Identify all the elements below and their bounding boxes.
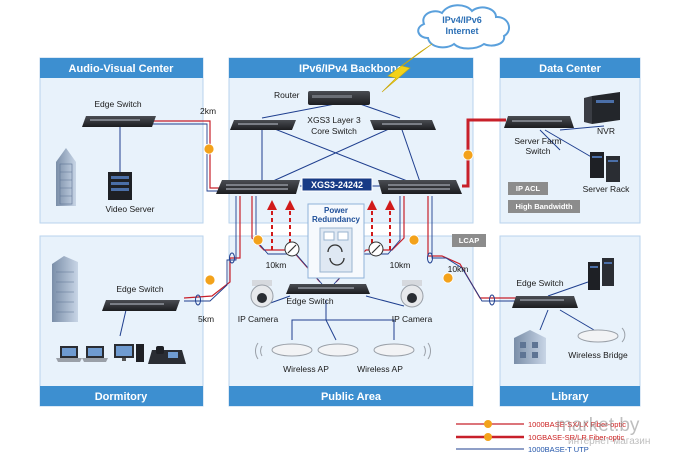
edge-switch-av-label: Edge Switch (94, 99, 142, 109)
legend-item: 10GBASE-SR/LR Fiber-optic (456, 433, 625, 442)
lcap-label: LCAP (459, 236, 479, 245)
lcap-tag: LCAP (452, 234, 486, 247)
wireless-ap-icon (317, 343, 359, 357)
left-converter-icon (284, 241, 300, 257)
wireless-bridge-label: Wireless Bridge (568, 350, 628, 360)
zone-title-dormitory: Dormitory (95, 391, 148, 403)
ip-phone-icon (148, 346, 186, 364)
zone-library: Library (499, 235, 641, 407)
sfp-module-icon-dc (462, 149, 474, 161)
wireless-ap-icon (373, 342, 432, 360)
laptop-icon (56, 346, 82, 362)
laptop-icon (82, 346, 108, 362)
library-building-icon (514, 330, 546, 364)
dorm-building-icon (52, 256, 78, 322)
high-bandwidth-label: High Bandwidth (515, 202, 572, 211)
edge-switch-library-label: Edge Switch (516, 278, 564, 288)
sfp-module-icon-core-left (252, 234, 264, 246)
server-rack-icon (590, 152, 620, 182)
sfp-module-icon-lib (442, 272, 454, 284)
wireless-ap-left-label: Wireless AP (283, 364, 329, 374)
legend-label-0: 1000BASE-SX/LX Fiber-optic (528, 420, 626, 429)
core-label-2: Core Switch (311, 126, 357, 136)
wireless-ap-right-label: Wireless AP (357, 364, 403, 374)
router-label: Router (274, 90, 300, 100)
server-farm-label-2: Switch (525, 146, 550, 156)
ip-camera-right-label: IP Camera (392, 314, 433, 324)
power-arrow-heads (267, 200, 395, 210)
internet-link-bolt (381, 43, 433, 93)
zone-data-center: Data Center (499, 57, 641, 224)
sfp-module-icon-av (203, 143, 215, 155)
core-switch-top-right[interactable] (370, 120, 436, 130)
sfp-module-icon-core-right (408, 234, 420, 246)
server-farm-label-1: Server Farm (514, 136, 561, 146)
nvr-icon (584, 92, 620, 124)
edge-switch-library[interactable] (512, 296, 578, 308)
cable-loop-icon (195, 294, 201, 306)
distance-dorm: 5km (198, 314, 214, 324)
distance-right: 10km (390, 260, 411, 270)
high-bandwidth-tag: High Bandwidth (508, 200, 580, 213)
zone-public-area: Public Area (228, 235, 474, 407)
legend-label-2: 1000BASE-T UTP (528, 445, 589, 454)
links (119, 103, 605, 341)
power-redundancy-box: Power Redundancy (307, 203, 365, 279)
edge-switch-dorm-label: Edge Switch (116, 284, 164, 294)
cable-loop-icon (427, 252, 433, 264)
library-server-icon (588, 258, 614, 290)
legend-item: 1000BASE-T UTP (456, 445, 589, 454)
legend: 1000BASE-SX/LX Fiber-optic 10GBASE-SR/LR… (456, 420, 626, 454)
edge-switch-public[interactable] (286, 284, 370, 294)
server-farm-switch[interactable] (504, 116, 574, 128)
sfp-module-icon-dorm (204, 274, 216, 286)
model-label: XGS3-24242 (311, 180, 363, 190)
legend-label-1: 10GBASE-SR/LR Fiber-optic (528, 433, 625, 442)
ip-camera-icon-right (400, 280, 424, 308)
power-label-2: Redundancy (312, 215, 361, 224)
ip-camera-icon-left (250, 280, 274, 308)
distance-left: 10km (266, 260, 287, 270)
ip-camera-left-label: IP Camera (238, 314, 279, 324)
redundancy-cycle-icon (327, 244, 343, 253)
edge-switch-public-label: Edge Switch (286, 296, 334, 306)
router[interactable] (308, 91, 370, 105)
cloud-line-1: IPv4/IPv6 (442, 15, 482, 25)
video-server-icon (108, 172, 132, 200)
watermark-subtitle: интернет-магазин (568, 436, 650, 447)
ip-acl-label: IP ACL (516, 184, 541, 193)
zone-backbone: IPv6/IPv4 Backbone (228, 57, 474, 224)
core-switch-main-right[interactable] (378, 180, 462, 194)
watermark-logo: market.by (556, 415, 640, 436)
server-rack-label: Server Rack (583, 184, 631, 194)
wireless-bridge-icon (577, 327, 626, 343)
core-switch-top-left[interactable] (230, 120, 296, 130)
office-building-icon (56, 148, 76, 206)
zone-title-audio-visual: Audio-Visual Center (69, 63, 175, 75)
zone-title-public-area: Public Area (321, 391, 382, 403)
model-badge: XGS3-24242 (301, 177, 373, 192)
right-converter-icon (368, 241, 384, 257)
nvr-label: NVR (597, 126, 615, 136)
zone-title-backbone: IPv6/IPv4 Backbone (299, 63, 403, 75)
desktop-pc-icon (114, 344, 144, 362)
video-server-label: Video Server (106, 204, 155, 214)
cable-loop-icon (229, 252, 235, 264)
distance-av: 2km (200, 106, 216, 116)
ip-acl-tag: IP ACL (508, 182, 548, 195)
edge-switch-dorm[interactable] (102, 300, 180, 311)
core-switch-main-left[interactable] (216, 180, 300, 194)
legend-item: 1000BASE-SX/LX Fiber-optic (456, 420, 626, 429)
distance-lib: 10km (448, 264, 469, 274)
wireless-ap-icon (254, 342, 313, 360)
edge-switch-av[interactable] (82, 116, 156, 127)
power-label-1: Power (324, 206, 348, 215)
core-label-1: XGS3 Layer 3 (307, 115, 361, 125)
zone-title-data-center: Data Center (539, 63, 601, 75)
cloud-line-2: Internet (445, 26, 478, 36)
internet-cloud: IPv4/IPv6 Internet (417, 4, 511, 50)
zone-title-library: Library (551, 391, 589, 403)
cable-loop-icon (489, 294, 495, 306)
